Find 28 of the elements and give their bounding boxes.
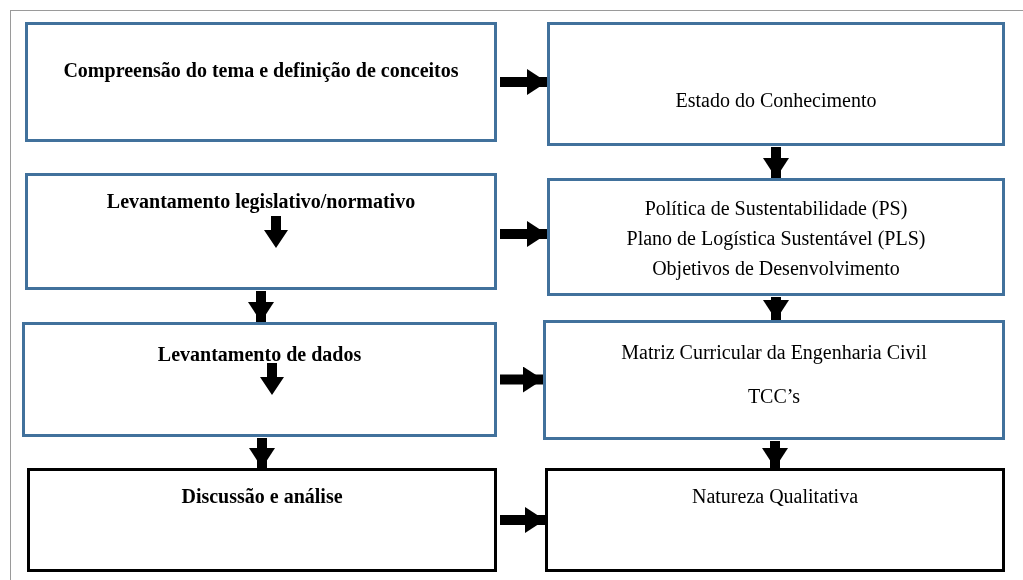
arrow bbox=[248, 291, 274, 322]
box-text: Estado do Conhecimento bbox=[675, 88, 877, 113]
arrow bbox=[500, 221, 547, 247]
box-text: Política de Sustentabilidade (PS) bbox=[644, 196, 908, 221]
box-text: Compreensão do tema e definição de conceitos bbox=[63, 58, 459, 83]
box-text: Levantamento de dados bbox=[157, 342, 362, 367]
box-text: Plano de Logística Sustentável (PLS) bbox=[626, 226, 926, 251]
process-box bbox=[25, 22, 497, 142]
process-box bbox=[27, 468, 497, 572]
arrow bbox=[763, 147, 789, 178]
process-box bbox=[543, 320, 1005, 440]
process-box bbox=[545, 468, 1005, 572]
arrow bbox=[500, 69, 547, 95]
process-box bbox=[547, 178, 1005, 296]
box-text: Objetivos de Desenvolvimento bbox=[652, 256, 900, 281]
process-box bbox=[22, 322, 497, 437]
process-box bbox=[547, 22, 1005, 146]
box-text: Natureza Qualitativa bbox=[692, 484, 858, 509]
arrow bbox=[500, 366, 543, 393]
arrow bbox=[762, 441, 788, 468]
arrow bbox=[249, 438, 275, 468]
box-text: Levantamento legislativo/normativo bbox=[106, 189, 416, 214]
arrow bbox=[763, 297, 789, 320]
box-text: Matriz Curricular da Engenharia Civil bbox=[621, 340, 927, 365]
arrow bbox=[500, 507, 545, 533]
box-text: TCC’s bbox=[747, 384, 801, 409]
box-text: Discussão e análise bbox=[181, 484, 343, 509]
process-box bbox=[25, 173, 497, 290]
